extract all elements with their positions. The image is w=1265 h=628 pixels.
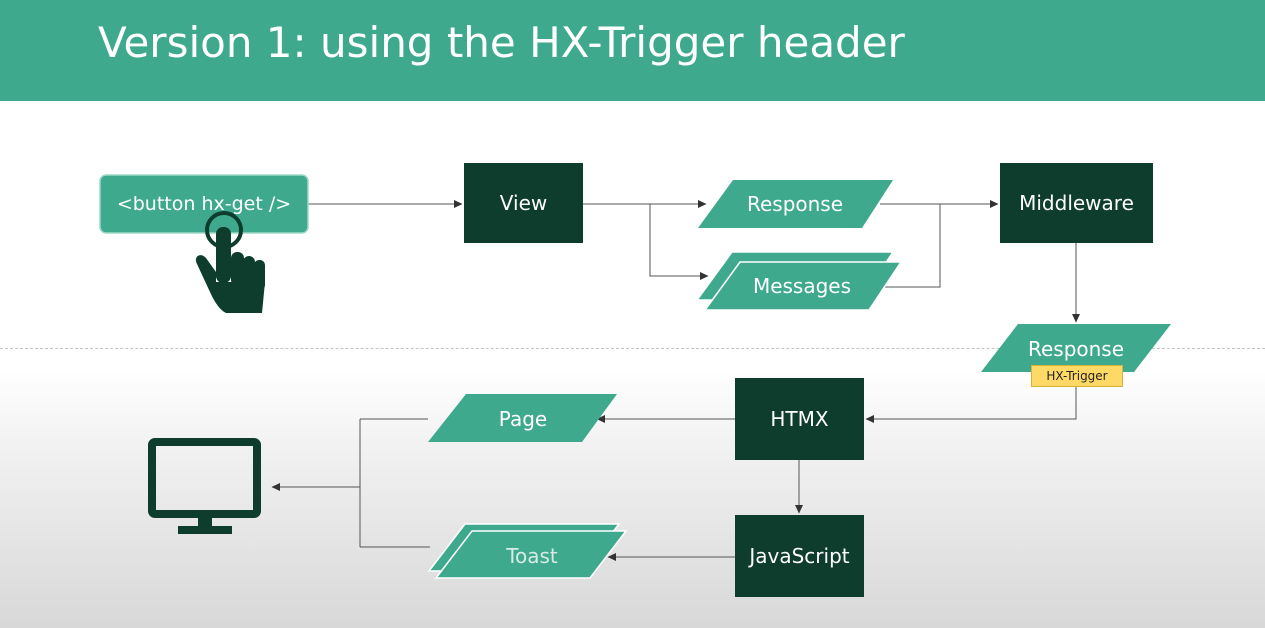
response-bottom-shape [981,324,1171,372]
middleware-box [1000,163,1153,243]
line-messages-to-middleware [882,204,941,288]
slide-title: Version 1: using the HX-Trigger header [98,18,905,67]
view-label: View [499,191,548,215]
messages-label: Messages [752,274,852,298]
hand-pointer-icon [195,211,265,313]
messages-front-shape [703,261,903,311]
response-top-shape [698,180,893,228]
slide-header: Version 1: using the HX-Trigger header [0,0,1265,101]
response-top-label: Response [746,192,844,216]
response-bottom-label: Response [1027,337,1125,361]
htmx-label: HTMX [770,407,829,431]
button-shape [99,174,309,234]
javascript-label: JavaScript [749,544,850,568]
page-shape [428,394,617,442]
page-label: Page [498,407,548,431]
toast-front-shape [434,530,628,579]
javascript-box [735,515,864,597]
arrow-view-to-messages [649,204,709,280]
middleware-label: Middleware [1019,191,1134,215]
section-divider [0,348,1265,349]
monitor-icon [148,438,261,534]
button-label[interactable]: <button hx-get /> [116,193,292,215]
hx-trigger-tag: HX-Trigger [1031,365,1123,387]
view-box [464,163,583,243]
htmx-box [735,378,864,460]
arrow-response-to-htmx [865,387,1077,423]
toast-label: Toast [506,544,558,568]
